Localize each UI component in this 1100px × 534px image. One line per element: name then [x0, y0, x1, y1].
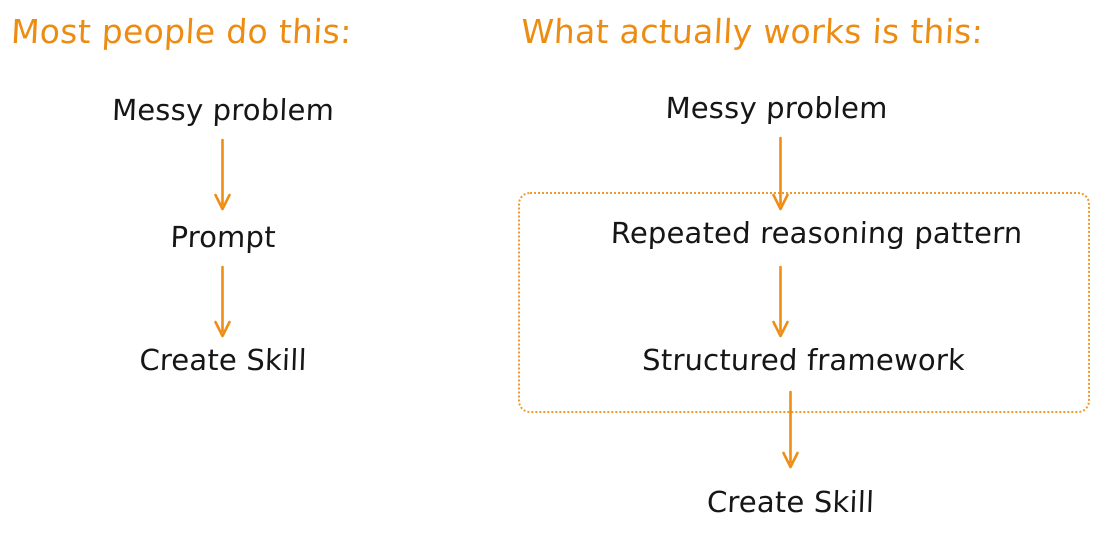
left-arrow-1	[214, 138, 231, 211]
reasoning-group-box	[518, 192, 1090, 413]
right-node-messy-problem: Messy problem	[665, 91, 889, 125]
right-arrow-1	[772, 136, 789, 211]
right-node-structured-framework: Structured framework	[641, 343, 966, 377]
right-arrow-2	[772, 265, 789, 338]
left-arrow-2	[214, 265, 231, 338]
right-node-repeated-reasoning-pattern: Repeated reasoning pattern	[610, 216, 1023, 250]
right-column-title: What actually works is this:	[520, 12, 985, 51]
right-arrow-3	[782, 390, 799, 469]
left-node-create-skill: Create Skill	[138, 343, 308, 377]
left-node-prompt: Prompt	[169, 220, 277, 254]
left-node-messy-problem: Messy problem	[111, 93, 335, 127]
right-node-create-skill: Create Skill	[706, 485, 875, 519]
left-column-title: Most people do this:	[10, 12, 353, 51]
